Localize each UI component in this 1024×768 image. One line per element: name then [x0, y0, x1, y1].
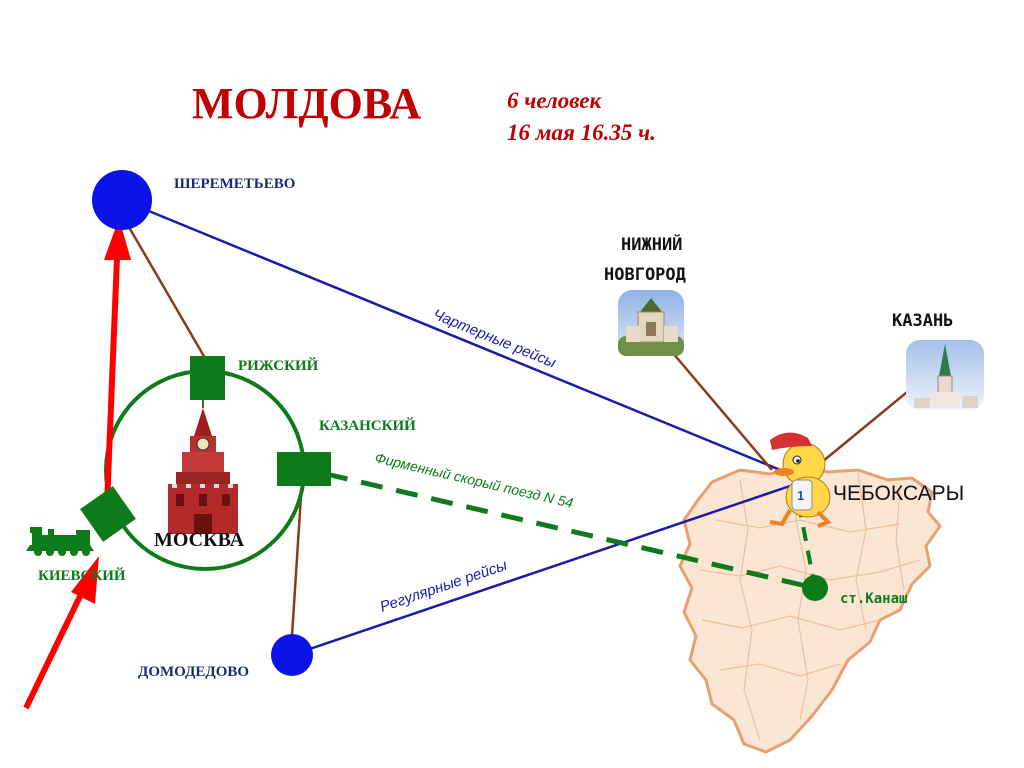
connector-lines	[124, 221, 913, 637]
svg-text:1: 1	[797, 488, 804, 503]
rizhsky-station-node[interactable]	[190, 356, 225, 400]
kazansky-label: КАЗАНСКИЙ	[319, 417, 416, 434]
locomotive-icon	[26, 527, 94, 556]
kremlin-tower-icon	[168, 400, 238, 534]
kanash-label: ст.Канаш	[840, 591, 907, 607]
sheremetyevo-node[interactable]	[92, 170, 152, 230]
moscow-label: МОСКВА	[154, 529, 245, 551]
kazan-tower-icon	[906, 340, 984, 410]
regular-route-label: Регулярные рейсы	[378, 557, 509, 616]
departure-datetime: 16 мая 16.35 ч.	[507, 120, 656, 145]
kazansky-station-node[interactable]	[277, 452, 331, 486]
red-arrow-incoming	[23, 556, 99, 710]
kazan-label: КАЗАНЬ	[892, 311, 953, 331]
nizhny-novgorod-label-line1: НИЖНИЙ	[621, 233, 682, 255]
kievsky-station-node[interactable]	[80, 486, 136, 542]
rizhsky-label: РИЖСКИЙ	[238, 357, 319, 374]
chuvashia-region-map	[678, 464, 942, 754]
domodedovo-label: ДОМОДЕДОВО	[138, 664, 249, 680]
page-title: МОЛДОВА	[192, 79, 421, 128]
charter-route-label: Чартерные рейсы	[430, 306, 558, 372]
kanash-branch-line	[798, 509, 817, 589]
cheboksary-label: ЧЕБОКСАРЫ	[833, 482, 964, 505]
domodedovo-node[interactable]	[271, 634, 313, 676]
nizhny-novgorod-label-line2: НОВГОРОД	[604, 265, 686, 285]
kanash-station-node[interactable]	[802, 575, 828, 601]
red-arrow-to-sheremetyevo	[104, 218, 131, 506]
charter-route-line	[121, 198, 791, 476]
regular-route-line	[291, 484, 791, 657]
sheremetyevo-label: ШЕРЕМЕТЬЕВО	[174, 176, 295, 192]
duck-mascot-icon: 1	[769, 432, 832, 528]
nizhny-kremlin-icon	[618, 290, 684, 356]
people-count: 6 человек	[507, 88, 602, 113]
train-route-line	[325, 471, 816, 591]
kievsky-label: КИЕВСКИЙ	[38, 567, 126, 584]
train-route-label: Фирменный скорый поезд N 54	[373, 449, 575, 511]
